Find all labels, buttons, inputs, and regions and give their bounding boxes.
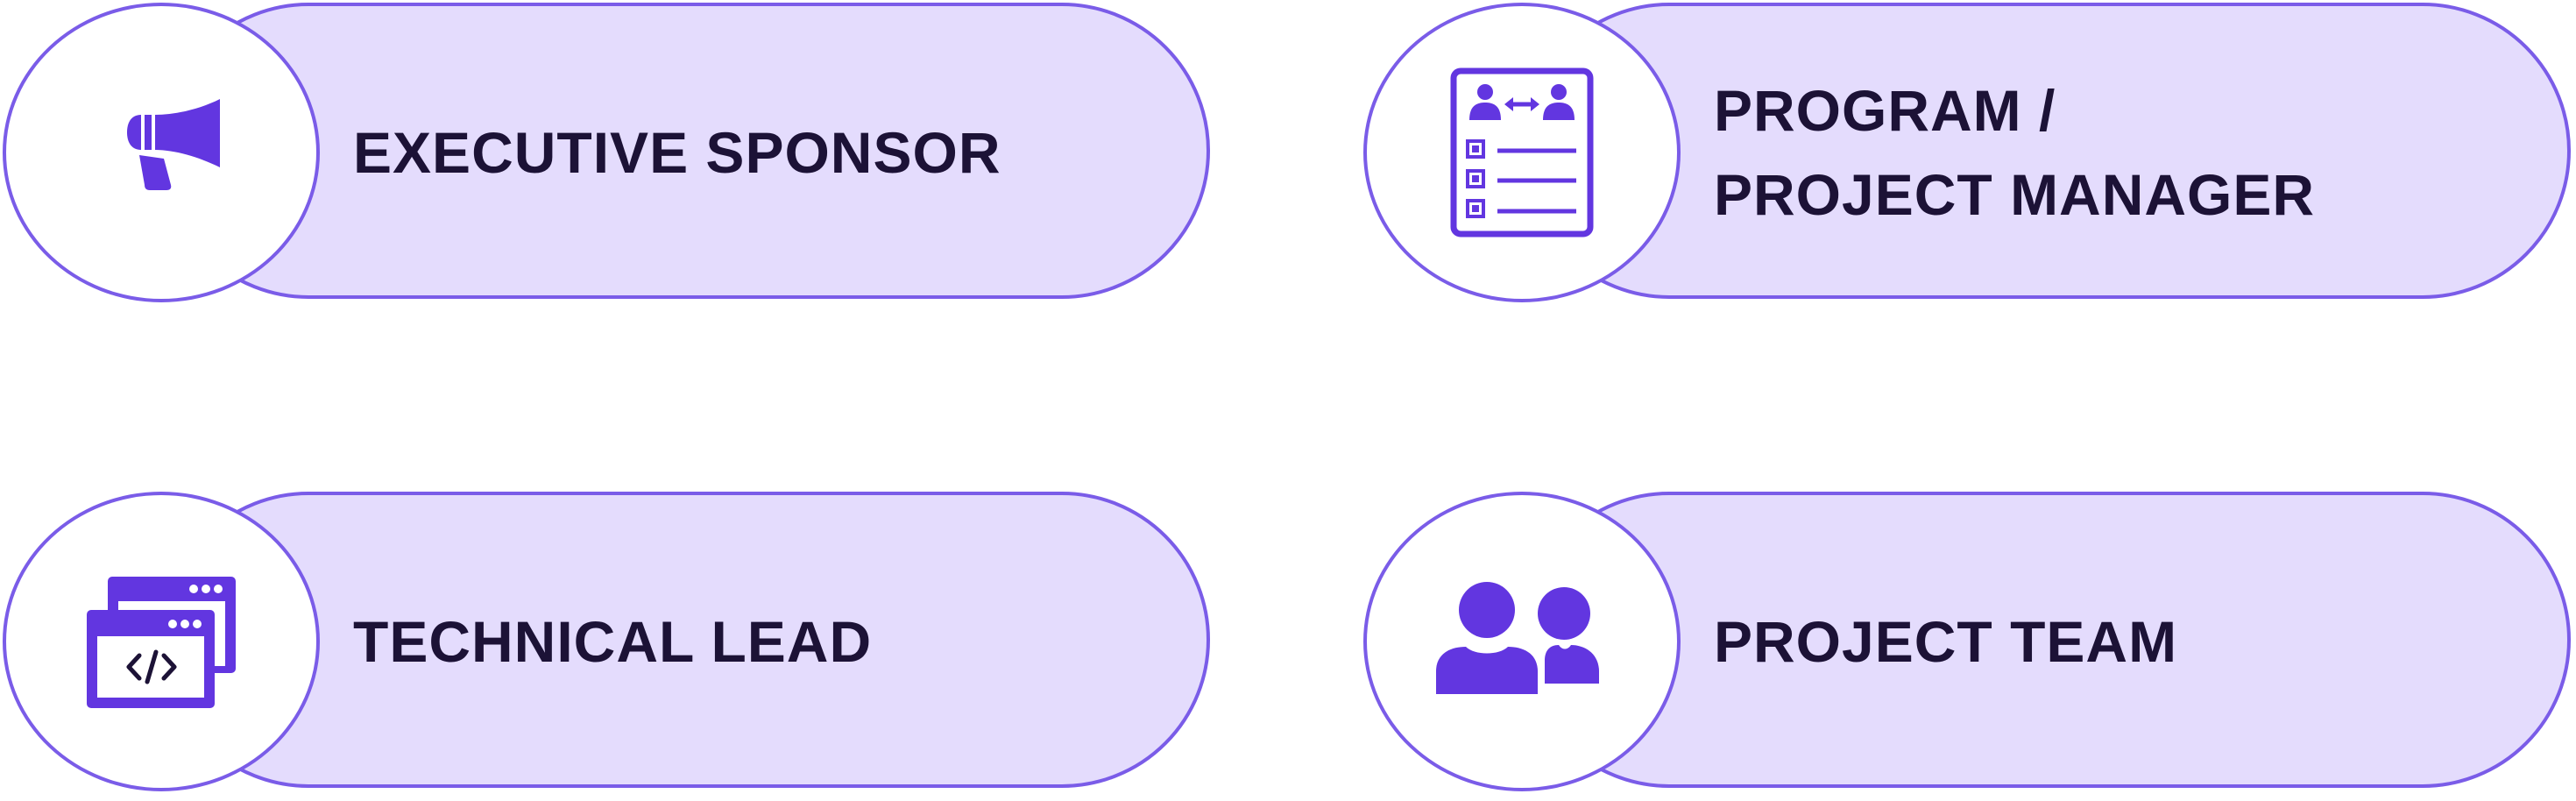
role-card-program-project-manager: PROGRAM / PROJECT MANAGER	[1363, 3, 2574, 302]
icon-circle	[3, 492, 320, 791]
icon-circle	[3, 3, 320, 302]
role-card-project-team: PROJECT TEAM	[1363, 492, 2574, 791]
team-icon	[1436, 580, 1599, 699]
role-card-executive-sponsor: EXECUTIVE SPONSOR	[3, 3, 1214, 302]
role-label-line: PROJECT MANAGER	[1714, 162, 2316, 227]
role-label: EXECUTIVE SPONSOR	[353, 3, 1194, 302]
megaphone-icon	[127, 99, 220, 190]
code-windows-icon	[87, 577, 236, 708]
project-plan-icon	[1450, 67, 1594, 237]
icon-circle	[1363, 3, 1681, 302]
role-pill	[1521, 3, 2571, 299]
role-label: PROJECT TEAM	[1714, 492, 2555, 791]
role-label: TECHNICAL LEAD	[353, 492, 1194, 791]
role-pill	[160, 3, 1210, 299]
role-pill	[1521, 492, 2571, 788]
role-label: PROGRAM / PROJECT MANAGER	[1714, 3, 2555, 302]
role-pill	[160, 492, 1210, 788]
role-label-line: EXECUTIVE SPONSOR	[353, 120, 1001, 185]
role-label-line: PROGRAM /	[1714, 78, 2056, 143]
icon-circle	[1363, 492, 1681, 791]
role-label-line: PROJECT TEAM	[1714, 609, 2178, 674]
role-card-technical-lead: TECHNICAL LEAD	[3, 492, 1214, 791]
role-label-line: TECHNICAL LEAD	[353, 609, 873, 674]
